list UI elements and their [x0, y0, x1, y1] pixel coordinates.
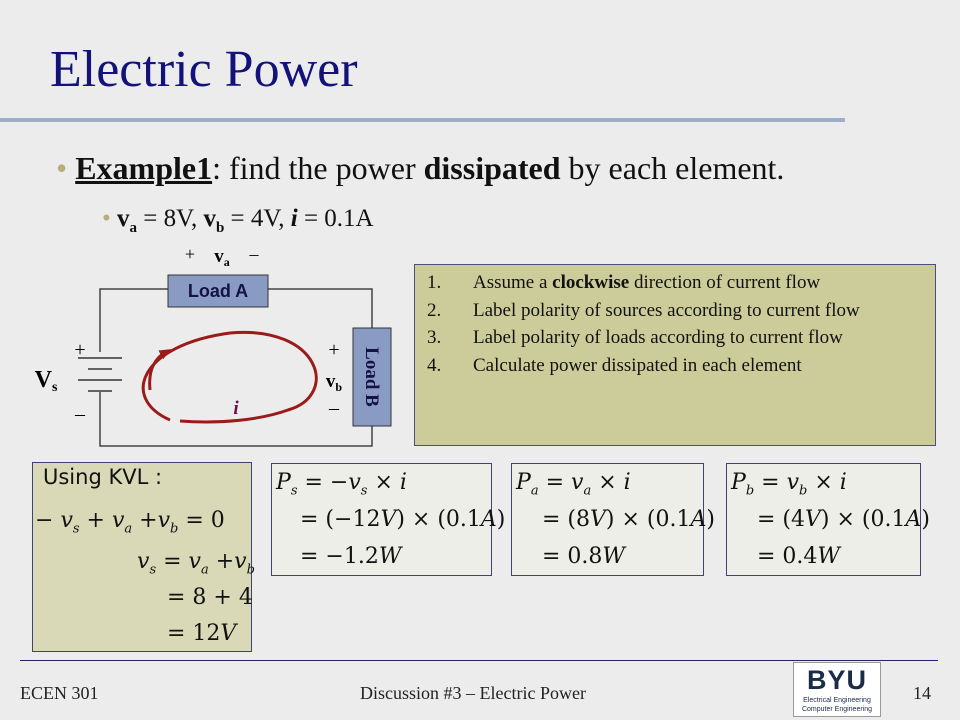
current-arrowhead: [148, 349, 172, 391]
pa-line-2: = (8V) × (0.1A): [542, 507, 715, 532]
example-label: Example1: [75, 150, 213, 186]
va-value: = 8V,: [137, 205, 204, 232]
example-text-bold: dissipated: [423, 150, 561, 186]
ps-line-1: Ps = −vs × i: [276, 470, 407, 499]
step-text: Label polarity of loads according to cur…: [473, 327, 843, 349]
vb-symbol: vb: [203, 205, 225, 236]
title-divider: [0, 118, 845, 122]
load-a-box: [167, 274, 269, 308]
pa-line-1: Pa = va × i: [516, 470, 631, 499]
step-number: 2.: [427, 299, 442, 321]
vs-plus: +: [74, 339, 85, 361]
va-label: va: [214, 246, 230, 269]
step-text: Label polarity of sources according to c…: [473, 299, 860, 321]
byu-logo: BYU Electrical Engineering Computer Engi…: [793, 662, 881, 717]
step-item: 1. Assume a clockwise direction of curren…: [415, 269, 925, 297]
footer-divider: [20, 660, 938, 661]
current-loop-arrow: [141, 330, 318, 424]
pa-box: Pa = va × i = (8V) × (0.1A) = 0.8W: [511, 463, 715, 576]
vs-minus: –: [74, 403, 86, 425]
load-b-label: Load B: [361, 347, 382, 407]
step-text: Calculate power dissipated in each eleme…: [473, 354, 802, 376]
vb-label: vb: [326, 371, 343, 394]
circuit-diagram: Load A Load B + va – + Vs – + vb – i: [35, 244, 392, 447]
kvl-line-2: vs = va +vb: [137, 549, 255, 578]
va-symbol: va: [117, 205, 138, 236]
ps-line-2: = (−12V) × (0.1A): [300, 507, 506, 532]
steps-box: 1. Assume a clockwise direction of curren…: [414, 264, 936, 446]
step-item: 3. Label polarity of loads according to c…: [415, 324, 925, 352]
kvl-line-4: = 12V: [167, 621, 237, 646]
bullet-given-values: • va = 8V, vb = 4V, i = 0.1A: [102, 205, 374, 237]
current-symbol: i: [290, 205, 298, 232]
logo-mark: BYU: [806, 665, 867, 695]
slide-title: Electric Power: [50, 41, 358, 98]
pb-line-1: Pb = vb × i: [731, 470, 847, 499]
pa-line-3: = 0.8W: [542, 544, 626, 569]
kvl-line-3: = 8 + 4: [167, 585, 253, 610]
step-number: 3.: [427, 327, 442, 349]
logo-line-2: Computer Engineering: [801, 706, 873, 713]
steps-list: 1. Assume a clockwise direction of curren…: [415, 269, 935, 379]
current-label: i: [233, 398, 239, 419]
example-colon: :: [212, 150, 221, 186]
battery-symbol: [78, 357, 122, 392]
kvl-heading: Using KVL :: [43, 465, 163, 489]
step-item: 2. Label polarity of sources according to…: [415, 297, 925, 325]
pb-line-3: = 0.4W: [757, 544, 841, 569]
current-value: = 0.1A: [297, 205, 374, 232]
bullet-dot: •: [56, 150, 68, 186]
va-plus: +: [185, 244, 195, 264]
kvl-box: Using KVL : − vs + va +vb = 0 vs = va +v…: [32, 462, 255, 652]
vb-value: = 4V,: [224, 205, 291, 232]
pb-line-2: = (4V) × (0.1A): [757, 507, 930, 532]
example-text-post: by each element.: [560, 150, 785, 186]
page-number: 14: [913, 683, 931, 703]
vb-minus: –: [328, 397, 340, 419]
load-b-box: [352, 327, 392, 427]
ps-box: Ps = −vs × i = (−12V) × (0.1A) = −1.2W: [271, 463, 505, 576]
step-text: Assume a clockwise direction of current …: [473, 272, 821, 293]
step-item: 4. Calculate power dissipated in each ele…: [415, 352, 925, 380]
step-number: 4.: [427, 354, 442, 376]
footer-course: ECEN 301: [20, 683, 99, 703]
va-minus: –: [249, 244, 260, 264]
vb-plus: +: [328, 339, 339, 361]
load-a-label: Load A: [188, 281, 248, 301]
vs-label: Vs: [35, 367, 58, 395]
ps-line-3: = −1.2W: [300, 544, 402, 569]
pb-box: Pb = vb × i = (4V) × (0.1A) = 0.4W: [726, 463, 930, 576]
example-text-pre: find the power: [220, 150, 424, 186]
footer-title: Discussion #3 – Electric Power: [360, 683, 586, 703]
kvl-line-1: − vs + va +vb = 0: [35, 508, 225, 537]
circuit-wires: [99, 288, 373, 447]
bullet-example: • Example1: find the power dissipated by…: [56, 150, 784, 187]
bullet-dot: •: [102, 205, 111, 232]
logo-line-1: Electrical Engineering: [803, 697, 871, 704]
step-number: 1.: [427, 272, 442, 293]
